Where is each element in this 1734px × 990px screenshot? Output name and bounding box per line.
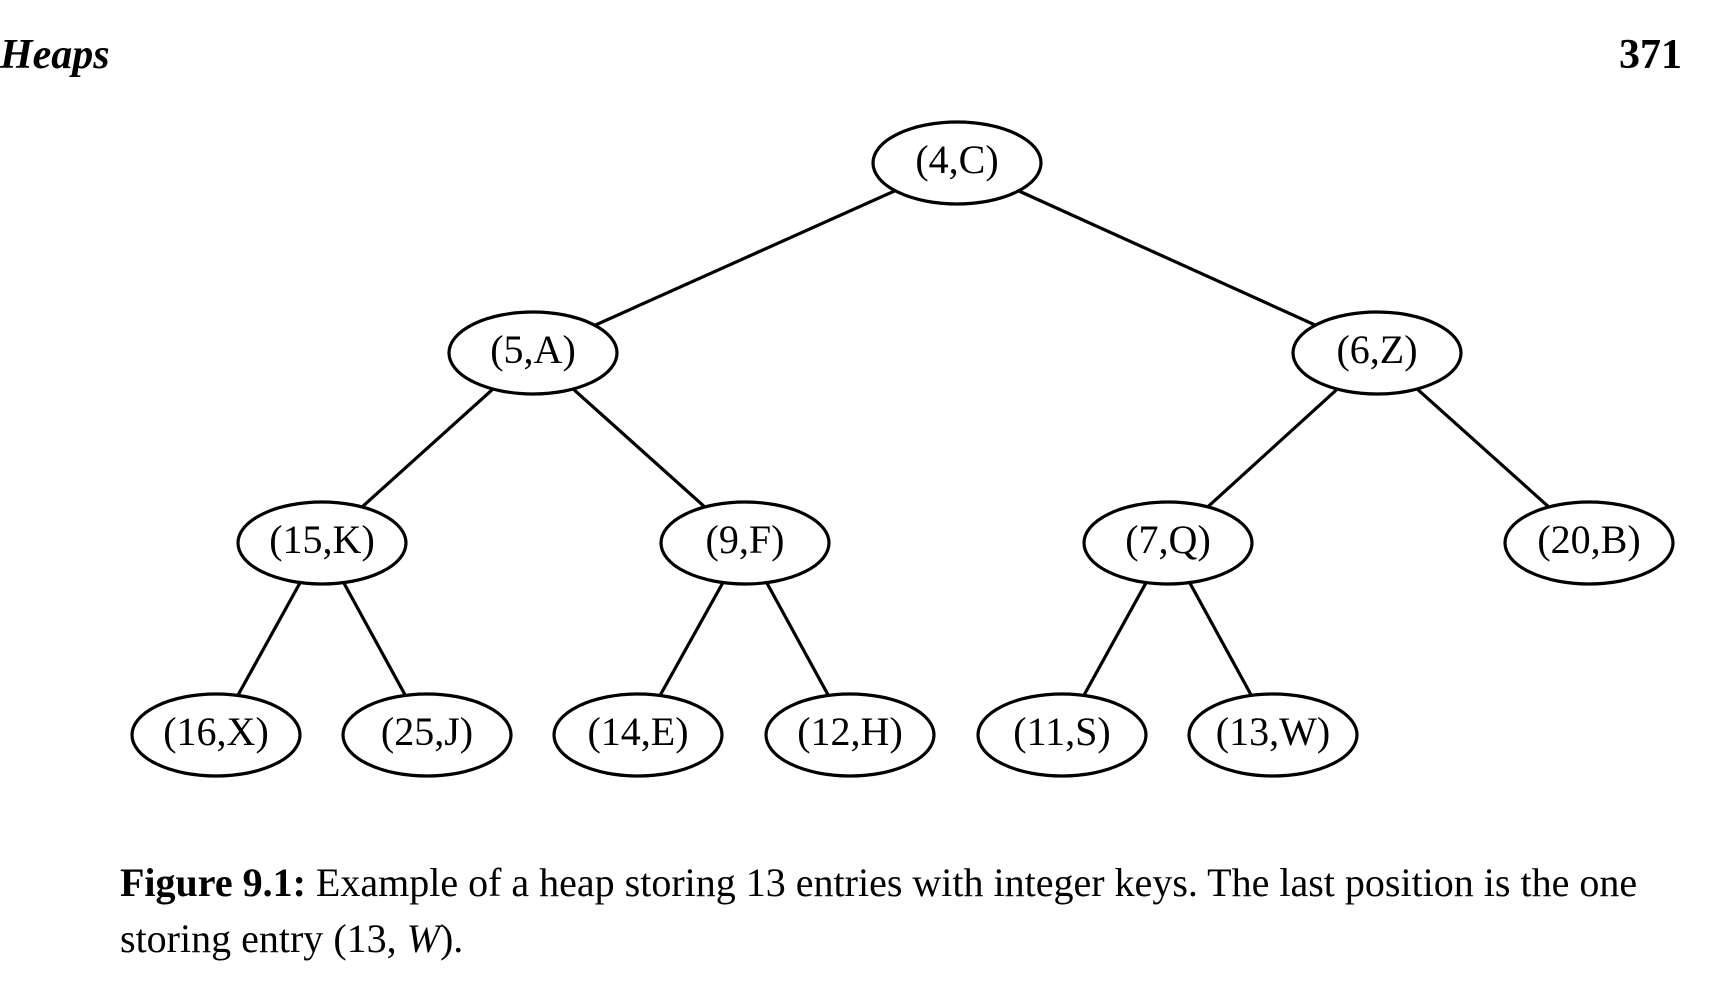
heap-node-ellipse (1291, 310, 1463, 396)
heap-node-ellipse (871, 120, 1043, 206)
heap-node-label: (15,K) (269, 517, 375, 562)
heap-node-label: (12,H) (797, 709, 903, 754)
heap-node-label: (20,B) (1537, 517, 1640, 562)
heap-node-label: (16,X) (163, 709, 269, 754)
heap-node-ellipse (764, 692, 936, 778)
heap-node: (20,B) (1503, 500, 1675, 586)
heap-node-label: (13,W) (1216, 709, 1330, 754)
heap-node-label: (25,J) (381, 709, 473, 754)
caption-entry-var: W (406, 916, 440, 961)
heap-node: (7,Q) (1082, 500, 1254, 586)
tree-edge (532, 161, 958, 355)
heap-node-label: (4,C) (915, 137, 998, 182)
section-title: Heaps (0, 32, 110, 78)
caption-end: . (453, 916, 464, 961)
heap-node-ellipse (447, 310, 619, 396)
heap-node-ellipse (659, 500, 831, 586)
heap-node-ellipse (552, 692, 724, 778)
heap-node-label: (14,E) (587, 709, 688, 754)
heap-node-ellipse (236, 500, 408, 586)
heap-node: (11,S) (976, 692, 1148, 778)
caption-entry: (13, W) (333, 916, 453, 961)
heap-node: (4,C) (871, 120, 1043, 206)
caption-entry-close: ) (439, 916, 454, 961)
heap-node-ellipse (130, 692, 302, 778)
heap-node-label: (5,A) (490, 327, 576, 372)
page-number: 371 (1619, 32, 1682, 78)
heap-node: (13,W) (1187, 692, 1359, 778)
heap-node: (14,E) (552, 692, 724, 778)
heap-node-label: (11,S) (1013, 709, 1110, 754)
heap-node-ellipse (1503, 500, 1675, 586)
heap-node-ellipse (976, 692, 1148, 778)
heap-node: (15,K) (236, 500, 408, 586)
caption-entry-open: (13, (333, 916, 407, 961)
heap-node-ellipse (1082, 500, 1254, 586)
heap-node: (25,J) (341, 692, 513, 778)
heap-node: (5,A) (447, 310, 619, 396)
running-head: Heaps 371 (0, 28, 1682, 82)
heap-node-ellipse (341, 692, 513, 778)
caption-label: Figure 9.1: (120, 860, 306, 905)
heap-node: (6,Z) (1291, 310, 1463, 396)
heap-node: (12,H) (764, 692, 936, 778)
figure-caption: Figure 9.1: Example of a heap storing 13… (120, 855, 1685, 967)
caption-text: Example of a heap storing 13 entries wit… (120, 860, 1638, 961)
heap-node-label: (9,F) (706, 517, 785, 562)
heap-node-label: (7,Q) (1125, 517, 1211, 562)
heap-node-label: (6,Z) (1336, 327, 1417, 372)
heap-node-ellipse (1187, 692, 1359, 778)
tree-edge (956, 161, 1378, 355)
heap-node: (9,F) (659, 500, 831, 586)
heap-node: (16,X) (130, 692, 302, 778)
